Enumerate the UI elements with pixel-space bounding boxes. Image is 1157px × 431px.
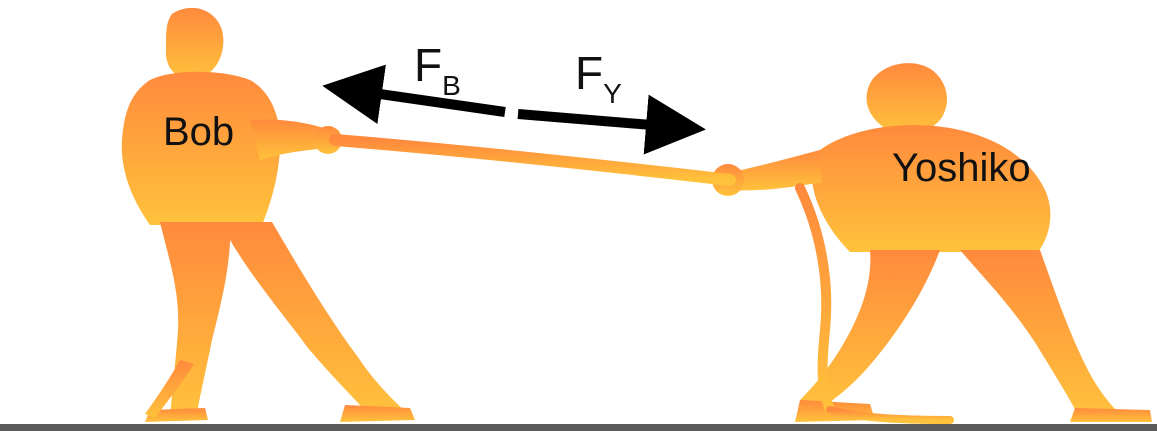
rope bbox=[329, 134, 954, 424]
force-symbol: F bbox=[575, 47, 604, 99]
force-subscript: B bbox=[442, 70, 461, 101]
ground-line bbox=[0, 424, 1157, 431]
force-subscript: Y bbox=[603, 78, 622, 109]
force-symbol: F bbox=[414, 39, 443, 91]
force-arrow-yoshiko bbox=[517, 94, 706, 155]
force-arrows bbox=[322, 64, 706, 155]
bob-silhouette bbox=[121, 7, 415, 422]
force-label-fy: FY bbox=[575, 47, 622, 108]
force-arrow-bob bbox=[322, 64, 506, 124]
yoshiko-silhouette bbox=[712, 63, 1152, 422]
force-label-fb: FB bbox=[414, 39, 461, 100]
bob-label: Bob bbox=[163, 110, 235, 154]
yoshiko-label: Yoshiko bbox=[892, 146, 1031, 190]
